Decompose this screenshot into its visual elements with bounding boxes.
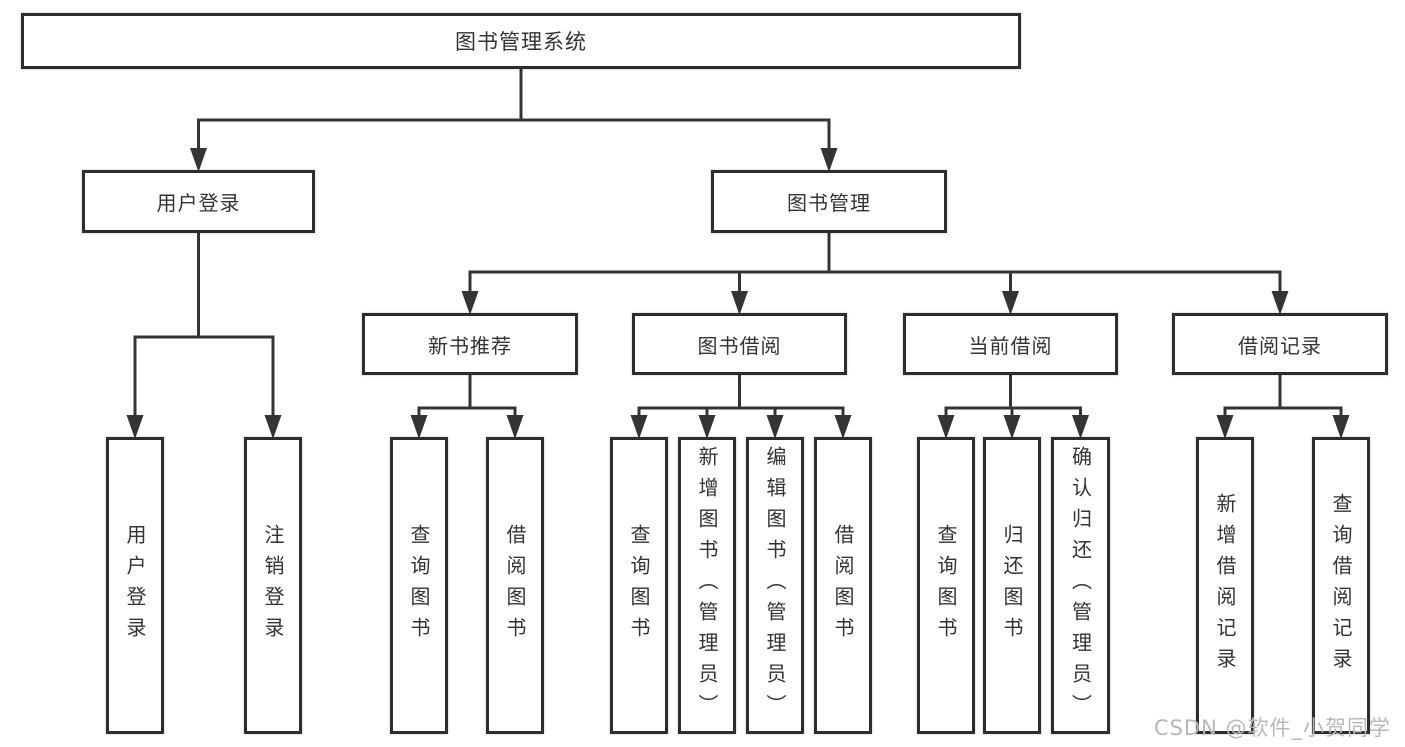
arrowhead-down: [731, 291, 748, 315]
arrowhead-down: [1332, 415, 1350, 439]
node-bb-query: 查询图书: [610, 437, 668, 734]
arrowhead-down: [834, 415, 852, 439]
node-label: 图书借阅: [697, 333, 782, 358]
node-mgmt: 图书管理: [711, 170, 947, 233]
node-label: 注销登录: [261, 523, 285, 648]
node-cb-query: 查询图书: [917, 437, 975, 734]
node-bb-borrow: 借阅图书: [814, 437, 872, 734]
node-nb-query: 查询图书: [390, 437, 448, 734]
arrowhead-down: [506, 415, 524, 439]
node-current: 当前借阅: [903, 313, 1118, 375]
arrowhead-down: [126, 415, 144, 439]
node-label: 查询图书: [407, 523, 431, 648]
arrowhead-down: [937, 415, 955, 439]
node-label: 查询图书: [934, 523, 958, 648]
node-borrow: 图书借阅: [632, 313, 847, 375]
arrowhead-down: [1271, 291, 1289, 315]
node-label: 确认归还（管理员）: [1068, 446, 1093, 725]
node-label: 查询借阅记录: [1329, 492, 1353, 679]
node-bb-add: 新增图书（管理员）: [678, 437, 736, 734]
node-label: 借阅图书: [503, 523, 527, 648]
node-user-login: 用户登录: [106, 437, 164, 734]
node-rec-add: 新增借阅记录: [1196, 437, 1254, 734]
node-logout: 注销登录: [244, 437, 302, 734]
arrowhead-down: [766, 415, 784, 439]
node-rec-query: 查询借阅记录: [1312, 437, 1370, 734]
arrowhead-down: [461, 291, 479, 315]
node-cb-return: 归还图书: [983, 437, 1041, 734]
arrowhead-down: [820, 148, 838, 172]
node-label: 用户登录: [156, 191, 241, 215]
arrowhead-down: [1003, 415, 1021, 439]
arrowhead-down: [264, 415, 282, 439]
node-label: 编辑图书（管理员）: [763, 446, 787, 725]
node-label: 当前借阅: [968, 333, 1053, 358]
arrowhead-down: [410, 415, 428, 439]
node-label: 图书管理: [787, 191, 871, 215]
node-label: 图书管理系统: [455, 30, 587, 54]
arrowhead-down: [190, 148, 207, 172]
node-label: 借阅图书: [831, 523, 855, 648]
node-newbook: 新书推荐: [362, 313, 578, 375]
arrowhead-down: [1072, 415, 1089, 439]
node-cb-confirm: 确认归还（管理员）: [1051, 437, 1110, 734]
node-label: 借阅记录: [1238, 333, 1322, 358]
arrowhead-down: [630, 415, 648, 439]
node-login: 用户登录: [82, 170, 315, 233]
arrowhead-down: [1216, 415, 1234, 439]
node-label: 新增图书（管理员）: [695, 446, 719, 725]
arrowhead-down: [1002, 291, 1019, 315]
node-label: 用户登录: [123, 523, 147, 648]
arrowhead-down: [698, 415, 716, 439]
node-label: 查询图书: [627, 523, 651, 648]
node-label: 新增借阅记录: [1213, 492, 1237, 679]
node-label: 新书推荐: [428, 333, 512, 358]
node-root: 图书管理系统: [21, 13, 1021, 69]
node-nb-borrow: 借阅图书: [486, 437, 544, 734]
node-records: 借阅记录: [1172, 313, 1388, 375]
node-bb-edit: 编辑图书（管理员）: [746, 437, 804, 734]
node-label: 归还图书: [1000, 523, 1024, 648]
